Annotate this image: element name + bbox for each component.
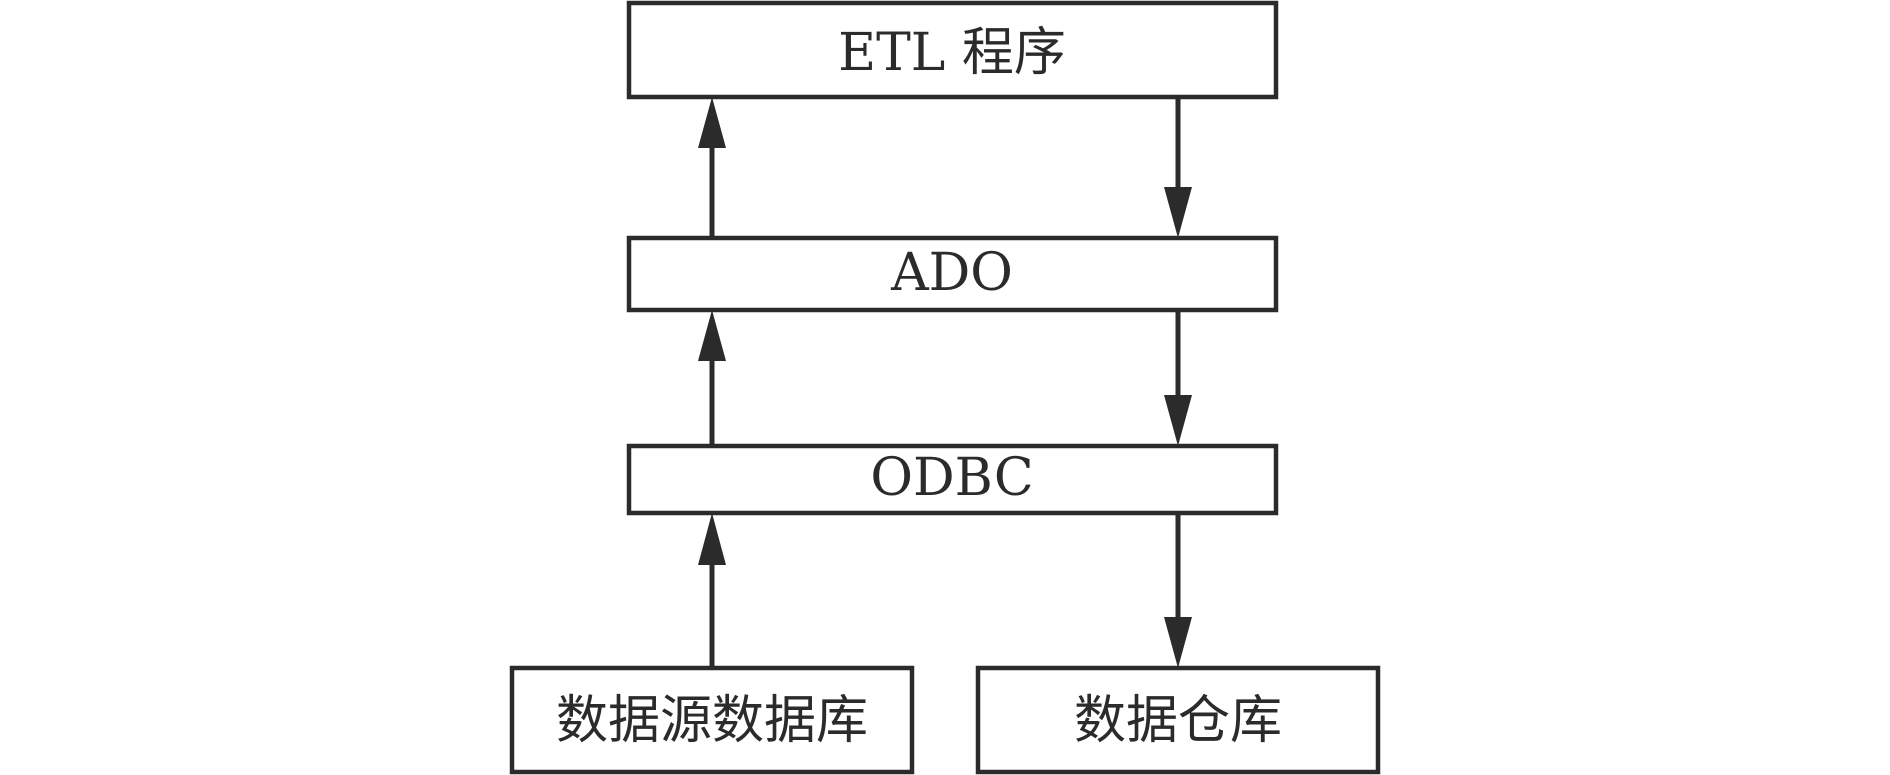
arrow-etl-to-ado — [1164, 97, 1192, 238]
etl-box — [626, 0, 1279, 100]
ado-node: ADO — [626, 235, 1279, 313]
odbc-node: ODBC — [626, 443, 1279, 516]
odbc-box — [626, 443, 1279, 516]
arrow-odbc-to-ado — [698, 310, 726, 446]
odbc-label: ODBC — [870, 448, 1033, 508]
ado-label: ADO — [890, 243, 1013, 303]
source-db-label: 数据源数据库 — [556, 691, 868, 751]
ado-box — [626, 235, 1279, 313]
warehouse-label: 数据仓库 — [1074, 691, 1282, 751]
source-db-node: 数据源数据库 — [509, 665, 915, 775]
warehouse-node: 数据仓库 — [975, 665, 1381, 775]
arrow-source-to-odbc — [698, 513, 726, 668]
arrow-ado-to-etl — [698, 97, 726, 238]
etl-node: ETL 程序 — [626, 0, 1279, 100]
source-db-box — [509, 665, 915, 775]
etl-label: ETL 程序 — [838, 23, 1066, 83]
warehouse-box — [975, 665, 1381, 775]
arrow-odbc-to-warehouse — [1164, 513, 1192, 668]
arrow-ado-to-odbc — [1164, 310, 1192, 446]
